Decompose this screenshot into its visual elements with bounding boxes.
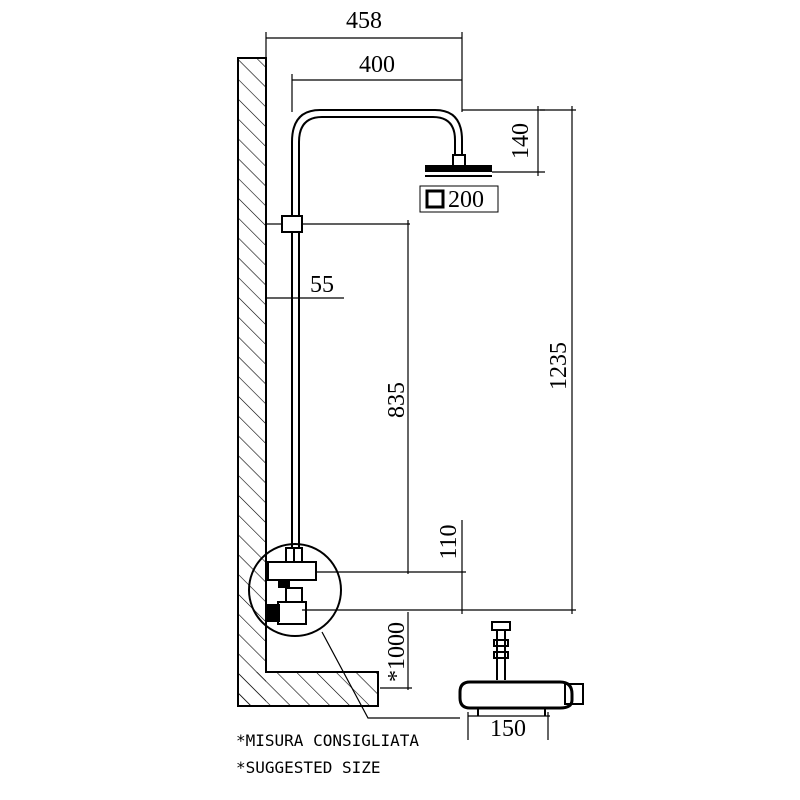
dim-valve-spacing: 110 xyxy=(436,524,462,559)
note-italian: *MISURA CONSIGLIATA xyxy=(236,731,419,750)
holder-clip xyxy=(266,215,303,233)
dim-head-drop: 140 xyxy=(508,123,534,159)
dim-mixer-width: 150 xyxy=(490,716,526,742)
dim-holder-height: 835 xyxy=(384,382,410,418)
note-english: *SUGGESTED SIZE xyxy=(236,758,381,777)
dimension-lines xyxy=(265,32,576,740)
wall xyxy=(237,57,379,707)
dim-arm-length: 400 xyxy=(359,52,395,78)
valve-detail xyxy=(248,543,460,719)
riser-pipe xyxy=(291,109,463,548)
square-symbol-icon xyxy=(425,189,445,209)
shower-head xyxy=(425,154,492,177)
dim-total-width: 458 xyxy=(346,8,382,34)
dim-total-height: 1235 xyxy=(546,342,572,390)
mixer-valve xyxy=(458,621,584,716)
dim-head-size: 200 xyxy=(448,187,484,213)
dim-floor-height: *1000 xyxy=(384,622,410,682)
dim-wall-offset: 55 xyxy=(310,272,334,298)
head-size-label: 200 xyxy=(419,185,499,213)
